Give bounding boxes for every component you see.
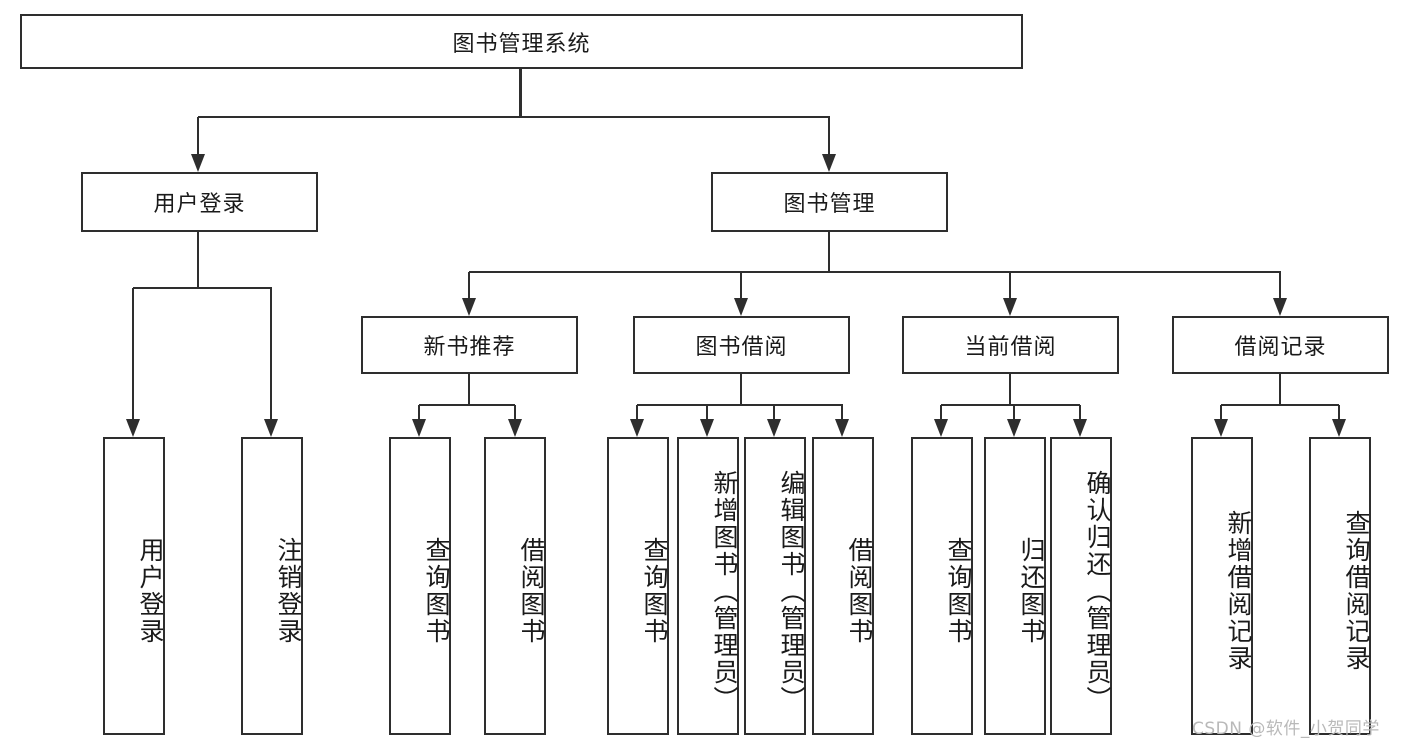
arrow-current-borrow-icon: [1003, 298, 1017, 316]
arrow-user-login-icon: [191, 154, 205, 172]
connector-bb-drop-2: [705, 405, 709, 419]
node-leaf-edit-book[interactable]: 编辑图书（管理员）: [744, 437, 806, 735]
arrow-borrow-record-icon: [1273, 298, 1287, 316]
node-leaf-borrow-book-1[interactable]: 借阅图书: [484, 437, 546, 735]
connector-cb-drop-3: [1078, 405, 1082, 419]
node-leaf-add-book[interactable]: 新增图书（管理员）: [677, 437, 739, 735]
connector-user-login-drop-1: [131, 288, 135, 419]
arrow-bb-4-icon: [835, 419, 849, 437]
arrow-book-manage-icon: [822, 154, 836, 172]
node-leaf-add-record[interactable]: 新增借阅记录: [1191, 437, 1253, 735]
node-leaf-user-login[interactable]: 用户登录: [103, 437, 165, 735]
node-leaf-confirm-return[interactable]: 确认归还（管理员）: [1050, 437, 1112, 735]
connector-cb-bar: [941, 403, 1080, 407]
arrow-nbr-1-icon: [412, 419, 426, 437]
arrow-nbr-2-icon: [508, 419, 522, 437]
arrow-leaf-user-login-icon: [126, 419, 140, 437]
connector-book-manage-trunk: [827, 232, 831, 272]
arrow-book-borrow-icon: [734, 298, 748, 316]
arrow-cb-3-icon: [1073, 419, 1087, 437]
node-label: 用户登录: [153, 192, 246, 217]
connector-root-bar: [198, 115, 830, 119]
connector-br-bar: [1221, 403, 1339, 407]
node-label: 用户登录: [136, 537, 165, 645]
node-label: 图书借阅: [695, 335, 788, 360]
node-leaf-query-book-3[interactable]: 查询图书: [911, 437, 973, 735]
node-label: 注销登录: [274, 537, 303, 645]
node-label: 借阅记录: [1234, 335, 1327, 360]
node-label: 查询借阅记录: [1342, 510, 1371, 672]
arrow-cb-1-icon: [934, 419, 948, 437]
arrow-bb-3-icon: [767, 419, 781, 437]
node-label: 新书推荐: [423, 335, 516, 360]
connector-bm-drop-1: [467, 272, 471, 298]
arrow-new-book-rec-icon: [462, 298, 476, 316]
arrow-bb-2-icon: [700, 419, 714, 437]
watermark: CSDN @软件_小贺同学: [1192, 719, 1380, 739]
arrow-br-2-icon: [1332, 419, 1346, 437]
connector-br-trunk: [1278, 374, 1282, 405]
connector-bb-trunk: [739, 374, 743, 405]
node-new-book-rec[interactable]: 新书推荐: [361, 316, 578, 374]
node-book-manage[interactable]: 图书管理: [711, 172, 948, 232]
connector-bb-drop-1: [635, 405, 639, 419]
node-leaf-user-logout[interactable]: 注销登录: [241, 437, 303, 735]
node-root[interactable]: 图书管理系统: [20, 14, 1023, 69]
connector-cb-drop-1: [939, 405, 943, 419]
node-label: 图书管理系统: [452, 31, 591, 57]
node-borrow-record[interactable]: 借阅记录: [1172, 316, 1389, 374]
connector-bm-drop-4: [1278, 272, 1282, 298]
connector-cb-drop-2: [1012, 405, 1016, 419]
connector-root-trunk: [519, 69, 522, 117]
connector-nbr-drop-1: [417, 405, 421, 419]
node-label: 归还图书: [1017, 537, 1046, 645]
node-user-login[interactable]: 用户登录: [81, 172, 318, 232]
node-label: 确认归还（管理员）: [1083, 469, 1112, 713]
arrow-br-1-icon: [1214, 419, 1228, 437]
node-label: 新增图书（管理员）: [710, 469, 739, 713]
arrow-cb-2-icon: [1007, 419, 1021, 437]
node-book-borrow[interactable]: 图书借阅: [633, 316, 850, 374]
connector-br-drop-2: [1337, 405, 1341, 419]
node-leaf-query-record[interactable]: 查询借阅记录: [1309, 437, 1371, 735]
node-label: 借阅图书: [845, 537, 874, 645]
connector-nbr-bar: [419, 403, 515, 407]
node-label: 图书管理: [783, 192, 876, 217]
node-label: 查询图书: [422, 537, 451, 645]
node-leaf-query-book-1[interactable]: 查询图书: [389, 437, 451, 735]
arrow-bb-1-icon: [630, 419, 644, 437]
connector-nbr-trunk: [467, 374, 471, 405]
connector-bb-bar: [637, 403, 843, 407]
connector-user-login-drop-2: [269, 288, 273, 419]
node-label: 查询图书: [640, 537, 669, 645]
node-label: 借阅图书: [517, 537, 546, 645]
connector-bb-drop-3: [772, 405, 776, 419]
node-leaf-return-book[interactable]: 归还图书: [984, 437, 1046, 735]
arrow-leaf-user-logout-icon: [264, 419, 278, 437]
connector-root-drop-user-login: [196, 117, 200, 154]
node-current-borrow[interactable]: 当前借阅: [902, 316, 1119, 374]
node-leaf-query-book-2[interactable]: 查询图书: [607, 437, 669, 735]
connector-root-drop-book-manage: [827, 117, 831, 154]
connector-bb-drop-4: [840, 405, 844, 419]
node-label: 查询图书: [944, 537, 973, 645]
node-label: 编辑图书（管理员）: [777, 469, 806, 713]
connector-bm-drop-3: [1008, 272, 1012, 298]
connector-cb-trunk: [1008, 374, 1012, 405]
connector-user-login-bar: [133, 286, 272, 290]
node-leaf-borrow-book-2[interactable]: 借阅图书: [812, 437, 874, 735]
connector-book-manage-bar: [469, 270, 1281, 274]
connector-user-login-trunk: [196, 232, 200, 288]
connector-nbr-drop-2: [513, 405, 517, 419]
connector-bm-drop-2: [739, 272, 743, 298]
connector-br-drop-1: [1219, 405, 1223, 419]
node-label: 当前借阅: [964, 335, 1057, 360]
node-label: 新增借阅记录: [1224, 510, 1253, 672]
